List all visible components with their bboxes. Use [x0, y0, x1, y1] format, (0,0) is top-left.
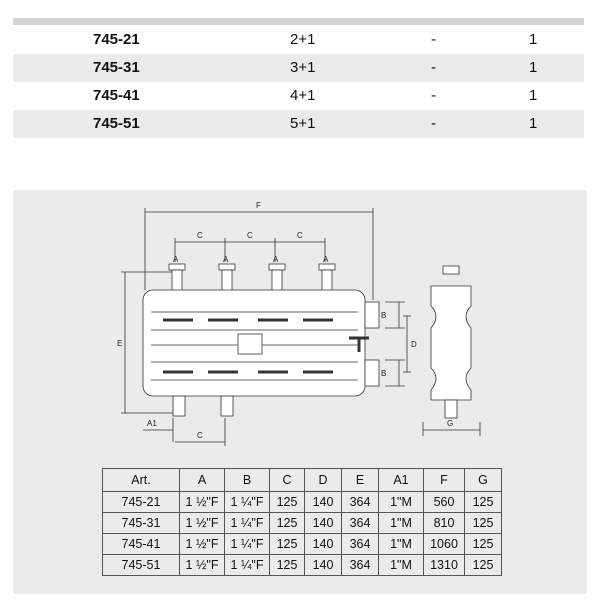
label-c: C: [197, 431, 203, 440]
cell: 125: [269, 533, 305, 555]
cell: 1 ¼"F: [224, 512, 270, 534]
article-code: 745-41: [93, 87, 140, 104]
summary-table: 745-21 2+1 - 1 745-31 3+1 - 1 745-41 4+1…: [13, 26, 584, 138]
cell: 745-41: [102, 533, 180, 555]
article-code: 745-21: [93, 31, 140, 48]
cell: 364: [341, 512, 379, 534]
cell: 125: [464, 533, 502, 555]
article-code: 745-51: [93, 115, 140, 132]
table-row: 745-21 2+1 - 1: [13, 26, 584, 54]
label-b: B: [381, 369, 386, 378]
label-a1: A1: [147, 419, 157, 428]
article-code: 745-31: [93, 59, 140, 76]
cell: 1"M: [378, 512, 424, 534]
empty-value: -: [431, 59, 436, 76]
cell: 810: [423, 512, 465, 534]
header-b: B: [224, 468, 270, 492]
label-a: A: [173, 255, 179, 264]
label-c: C: [297, 231, 303, 240]
label-d: D: [411, 340, 417, 349]
cell: 1 ½"F: [179, 533, 225, 555]
header-e: E: [341, 468, 379, 492]
cell: 140: [304, 512, 342, 534]
cell: 1"M: [378, 554, 424, 576]
table-row: 745-21 1 ½"F 1 ¼"F 125 140 364 1"M 560 1…: [102, 491, 502, 513]
cell: 1"M: [378, 491, 424, 513]
cell: 1 ½"F: [179, 491, 225, 513]
table-row: 745-31 3+1 - 1: [13, 54, 584, 82]
label-g: G: [447, 419, 453, 428]
label-a: A: [223, 255, 229, 264]
cell: 140: [304, 554, 342, 576]
cell: 745-21: [102, 491, 180, 513]
cell: 364: [341, 491, 379, 513]
cell: 1 ¼"F: [224, 533, 270, 555]
empty-value: -: [431, 115, 436, 132]
cell: 125: [464, 512, 502, 534]
outlet-count: 3+1: [290, 59, 316, 76]
cell: 1060: [423, 533, 465, 555]
cell: 140: [304, 533, 342, 555]
quantity-value: 1: [529, 59, 538, 76]
label-f: F: [256, 201, 261, 210]
top-divider: [13, 18, 584, 25]
cell: 125: [464, 554, 502, 576]
quantity-value: 1: [529, 31, 538, 48]
cell: 1310: [423, 554, 465, 576]
cell: 125: [464, 491, 502, 513]
table-row: 745-51 5+1 - 1: [13, 110, 584, 138]
cell: 1"M: [378, 533, 424, 555]
quantity-value: 1: [529, 115, 538, 132]
cell: 125: [269, 512, 305, 534]
header-d: D: [304, 468, 342, 492]
cell: 125: [269, 554, 305, 576]
label-c: C: [197, 231, 203, 240]
table-row: 745-41 1 ½"F 1 ¼"F 125 140 364 1"M 1060 …: [102, 533, 502, 555]
table-row: 745-31 1 ½"F 1 ¼"F 125 140 364 1"M 810 1…: [102, 512, 502, 534]
empty-value: -: [431, 31, 436, 48]
cell: 364: [341, 533, 379, 555]
outlet-count: 4+1: [290, 87, 316, 104]
quantity-value: 1: [529, 87, 538, 104]
cell: 125: [269, 491, 305, 513]
table-row: 745-41 4+1 - 1: [13, 82, 584, 110]
cell: 745-51: [102, 554, 180, 576]
empty-value: -: [431, 87, 436, 104]
outlet-count: 2+1: [290, 31, 316, 48]
label-a: A: [323, 255, 329, 264]
technical-drawing-panel: F C C C A A A A E B B D A1 C G Art. A B …: [13, 190, 587, 594]
header-a1: A1: [378, 468, 424, 492]
header-c: C: [269, 468, 305, 492]
table-header-row: Art. A B C D E A1 F G: [102, 468, 502, 492]
valve-group: [168, 263, 336, 297]
outlet-count: 5+1: [290, 115, 316, 132]
dimension-table: Art. A B C D E A1 F G 745-21 1 ½"F 1 ¼"F…: [102, 468, 502, 576]
cell: 140: [304, 491, 342, 513]
header-art: Art.: [102, 468, 180, 492]
label-b: B: [381, 311, 386, 320]
cell: 1 ½"F: [179, 512, 225, 534]
manifold-drawing: F C C C A A A A E B B D A1 C G: [117, 201, 481, 446]
label-e: E: [117, 339, 122, 348]
label-a: A: [273, 255, 279, 264]
cell: 1 ½"F: [179, 554, 225, 576]
cell: 745-31: [102, 512, 180, 534]
header-g: G: [464, 468, 502, 492]
cell: 1 ¼"F: [224, 554, 270, 576]
cell: 364: [341, 554, 379, 576]
cell: 1 ¼"F: [224, 491, 270, 513]
side-view: [422, 265, 481, 436]
header-a: A: [179, 468, 225, 492]
label-c: C: [247, 231, 253, 240]
header-f: F: [423, 468, 465, 492]
table-row: 745-51 1 ½"F 1 ¼"F 125 140 364 1"M 1310 …: [102, 554, 502, 576]
cell: 560: [423, 491, 465, 513]
